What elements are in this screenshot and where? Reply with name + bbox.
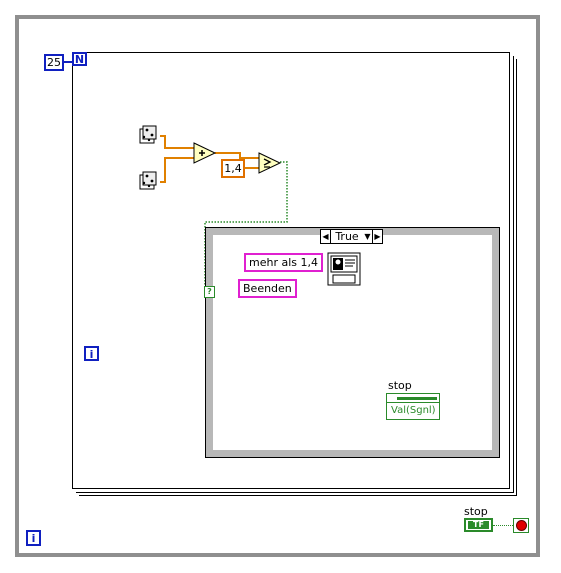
add-function-icon[interactable]	[193, 142, 217, 168]
random-number-icon[interactable]	[137, 124, 159, 150]
stop-boolean-text: TF	[468, 521, 489, 529]
stop-condition-wire	[493, 525, 513, 526]
count-wire	[64, 61, 72, 63]
case-selector-value: True	[335, 230, 359, 243]
loop-condition-terminal[interactable]	[513, 518, 529, 533]
greater-or-equal-icon[interactable]	[258, 152, 282, 178]
stop-boolean-terminal[interactable]: TF	[464, 518, 493, 532]
case-decrement-icon[interactable]: ◀	[321, 230, 331, 243]
stop-property-label: stop	[388, 379, 412, 392]
numeric-constant[interactable]: 1,4	[221, 159, 245, 178]
one-button-dialog-icon[interactable]	[327, 252, 361, 290]
case-selector-terminal: ?	[204, 286, 215, 298]
property-node-value: Val(Sgnl)	[391, 405, 436, 416]
while-iteration-terminal: i	[26, 530, 41, 546]
for-count-constant[interactable]: 25	[44, 54, 64, 71]
stop-property-node[interactable]: Val(Sgnl)	[386, 393, 440, 420]
property-node-header	[387, 394, 439, 403]
button-string-constant[interactable]: Beenden	[238, 279, 297, 298]
case-increment-icon[interactable]: ▶	[372, 230, 382, 243]
for-iteration-terminal: i	[84, 346, 99, 361]
stop-terminal-label: stop	[464, 505, 488, 518]
case-dropdown-icon[interactable]: ▼	[364, 232, 371, 241]
random-number-icon[interactable]	[137, 170, 159, 196]
for-count-terminal: N	[72, 52, 87, 66]
case-selector[interactable]: ◀ True ▼ ▶	[320, 229, 383, 244]
message-string-constant[interactable]: mehr als 1,4	[244, 253, 323, 272]
stop-sign-icon	[515, 520, 527, 531]
